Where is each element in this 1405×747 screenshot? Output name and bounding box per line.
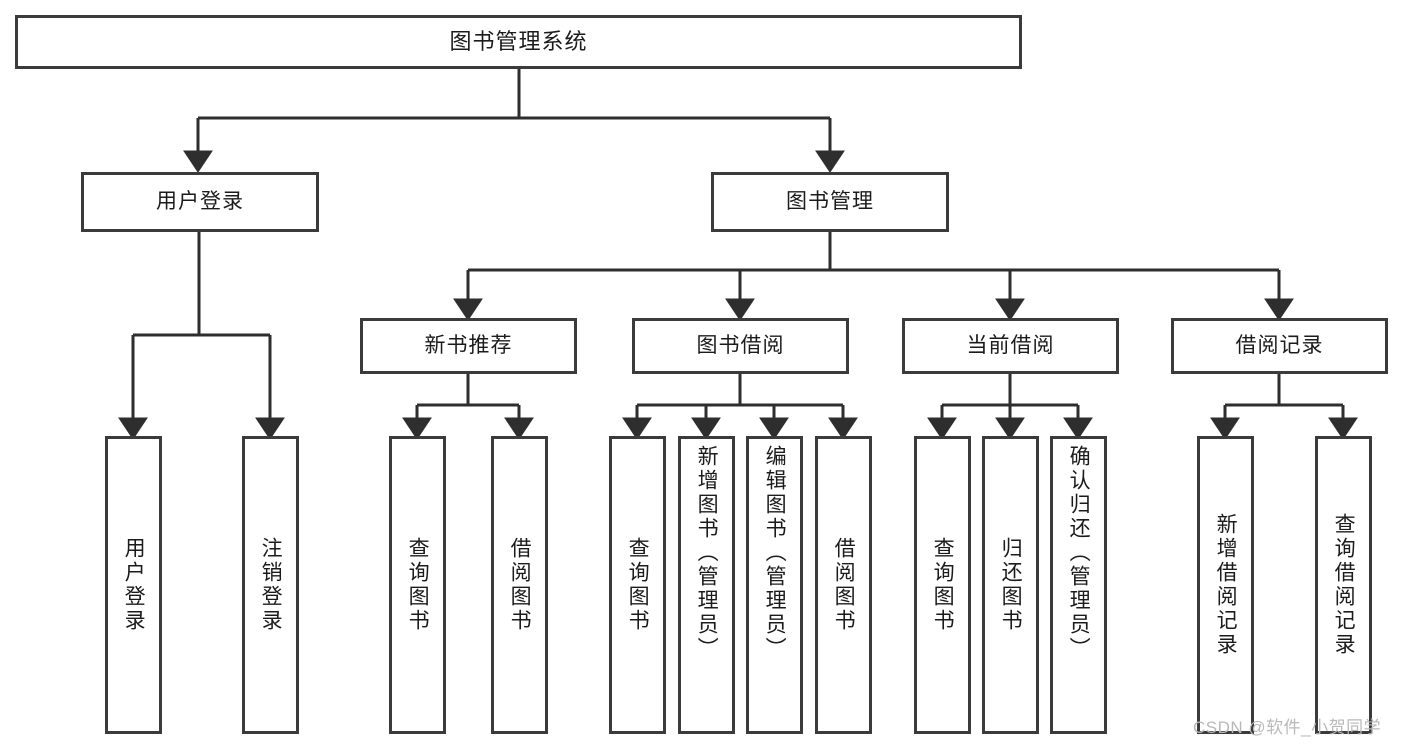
leaf-borrow-record-query[interactable]: 查询借阅记录 xyxy=(1315,436,1372,734)
leaf-book-borrow-add[interactable]: 新增图书（管理员） xyxy=(678,436,735,734)
leaf-label: 新增图书（管理员） xyxy=(695,445,719,661)
leaf-user-login-login[interactable]: 用户登录 xyxy=(105,436,162,734)
leaf-book-borrow-borrow[interactable]: 借阅图书 xyxy=(815,436,872,734)
leaf-current-borrow-confirm[interactable]: 确认归还（管理员） xyxy=(1050,436,1107,734)
node-borrow-record-label: 借阅记录 xyxy=(1235,334,1324,358)
leaf-label: 查询借阅记录 xyxy=(1332,513,1356,657)
leaf-new-book-query[interactable]: 查询图书 xyxy=(389,436,446,734)
leaf-label: 借阅图书 xyxy=(832,537,856,633)
node-root-label: 图书管理系统 xyxy=(449,28,588,54)
node-book-management-label: 图书管理 xyxy=(786,190,874,214)
leaf-label: 归还图书 xyxy=(999,537,1023,633)
node-root[interactable]: 图书管理系统 xyxy=(15,15,1022,69)
leaf-label: 新增借阅记录 xyxy=(1214,513,1238,657)
csdn-watermark: CSDN @软件_小贺同学 xyxy=(1193,718,1382,737)
leaf-label: 查询图书 xyxy=(931,537,955,633)
leaf-borrow-record-add[interactable]: 新增借阅记录 xyxy=(1197,436,1254,734)
node-borrow-record[interactable]: 借阅记录 xyxy=(1171,318,1388,374)
leaf-label: 注销登录 xyxy=(259,537,283,633)
leaf-new-book-borrow[interactable]: 借阅图书 xyxy=(491,436,548,734)
leaf-label: 编辑图书（管理员） xyxy=(763,445,787,661)
node-book-management[interactable]: 图书管理 xyxy=(711,172,949,232)
leaf-label: 查询图书 xyxy=(406,537,430,633)
leaf-book-borrow-edit[interactable]: 编辑图书（管理员） xyxy=(746,436,803,734)
leaf-label: 用户登录 xyxy=(122,537,146,633)
node-current-borrow[interactable]: 当前借阅 xyxy=(902,318,1119,374)
node-user-login[interactable]: 用户登录 xyxy=(81,172,319,232)
leaf-label: 确认归还（管理员） xyxy=(1067,445,1091,661)
node-book-borrow[interactable]: 图书借阅 xyxy=(632,318,849,374)
leaf-current-borrow-query[interactable]: 查询图书 xyxy=(914,436,971,734)
node-user-login-label: 用户登录 xyxy=(156,190,244,214)
leaf-user-login-logout[interactable]: 注销登录 xyxy=(242,436,299,734)
leaf-label: 查询图书 xyxy=(626,537,650,633)
node-current-borrow-label: 当前借阅 xyxy=(966,334,1055,358)
node-new-book-recommend-label: 新书推荐 xyxy=(424,334,513,358)
node-new-book-recommend[interactable]: 新书推荐 xyxy=(360,318,577,374)
leaf-book-borrow-query[interactable]: 查询图书 xyxy=(609,436,666,734)
leaf-current-borrow-return[interactable]: 归还图书 xyxy=(982,436,1039,734)
leaf-label: 借阅图书 xyxy=(508,537,532,633)
node-book-borrow-label: 图书借阅 xyxy=(696,334,785,358)
